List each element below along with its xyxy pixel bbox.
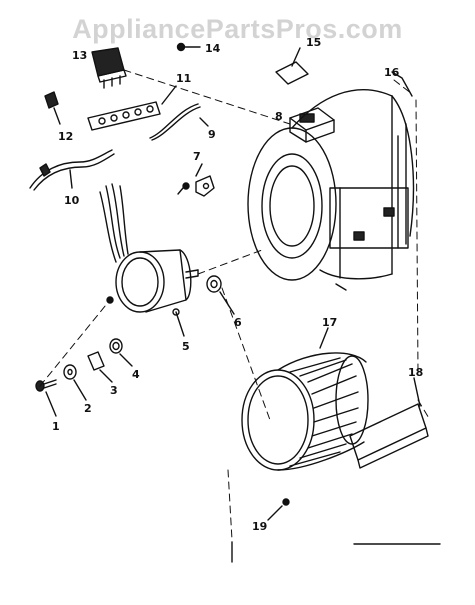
callout-3: 3 bbox=[110, 384, 118, 397]
part-4-grommet bbox=[109, 338, 133, 367]
part-10-harness bbox=[29, 149, 115, 191]
callout-labels: 1 2 3 4 5 6 7 8 9 10 11 12 13 14 15 16 1… bbox=[52, 36, 423, 533]
callout-13: 13 bbox=[72, 49, 87, 62]
part-13-relay bbox=[91, 47, 127, 89]
part-1-bolt bbox=[35, 379, 57, 417]
callout-19: 19 bbox=[252, 520, 267, 533]
callout-2: 2 bbox=[84, 402, 92, 415]
assembly-lines bbox=[39, 69, 431, 541]
part-16-blower-housing bbox=[247, 71, 415, 291]
part-7-bracket bbox=[177, 163, 215, 197]
callout-7: 7 bbox=[193, 150, 201, 163]
callout-11: 11 bbox=[176, 72, 191, 85]
part-11-terminal-strip bbox=[87, 85, 177, 131]
part-15-plate bbox=[275, 47, 309, 85]
part-19-screw bbox=[267, 498, 290, 521]
callout-10: 10 bbox=[64, 194, 80, 207]
part-6-nut bbox=[206, 275, 235, 315]
watermark: AppliancePartsPros.com bbox=[72, 14, 403, 44]
callout-8: 8 bbox=[275, 110, 283, 123]
callout-16: 16 bbox=[384, 66, 400, 79]
callout-1: 1 bbox=[52, 420, 60, 433]
part-2-washer bbox=[63, 364, 87, 401]
callout-4: 4 bbox=[132, 368, 140, 381]
callout-5: 5 bbox=[182, 340, 190, 353]
callout-9: 9 bbox=[208, 128, 216, 141]
callout-6: 6 bbox=[234, 316, 242, 329]
callout-14: 14 bbox=[205, 42, 221, 55]
part-14-screw bbox=[176, 42, 201, 52]
callout-18: 18 bbox=[408, 366, 423, 379]
callout-12: 12 bbox=[58, 130, 73, 143]
callout-15: 15 bbox=[306, 36, 321, 49]
part-3-spacer bbox=[87, 351, 113, 383]
part-9-wire bbox=[149, 103, 209, 141]
part-5-motor bbox=[99, 183, 199, 337]
callout-17: 17 bbox=[322, 316, 337, 329]
part-18-cutoff-plate bbox=[349, 377, 429, 469]
part-12-clip bbox=[44, 91, 61, 125]
part-17-blower-wheel bbox=[241, 327, 369, 471]
